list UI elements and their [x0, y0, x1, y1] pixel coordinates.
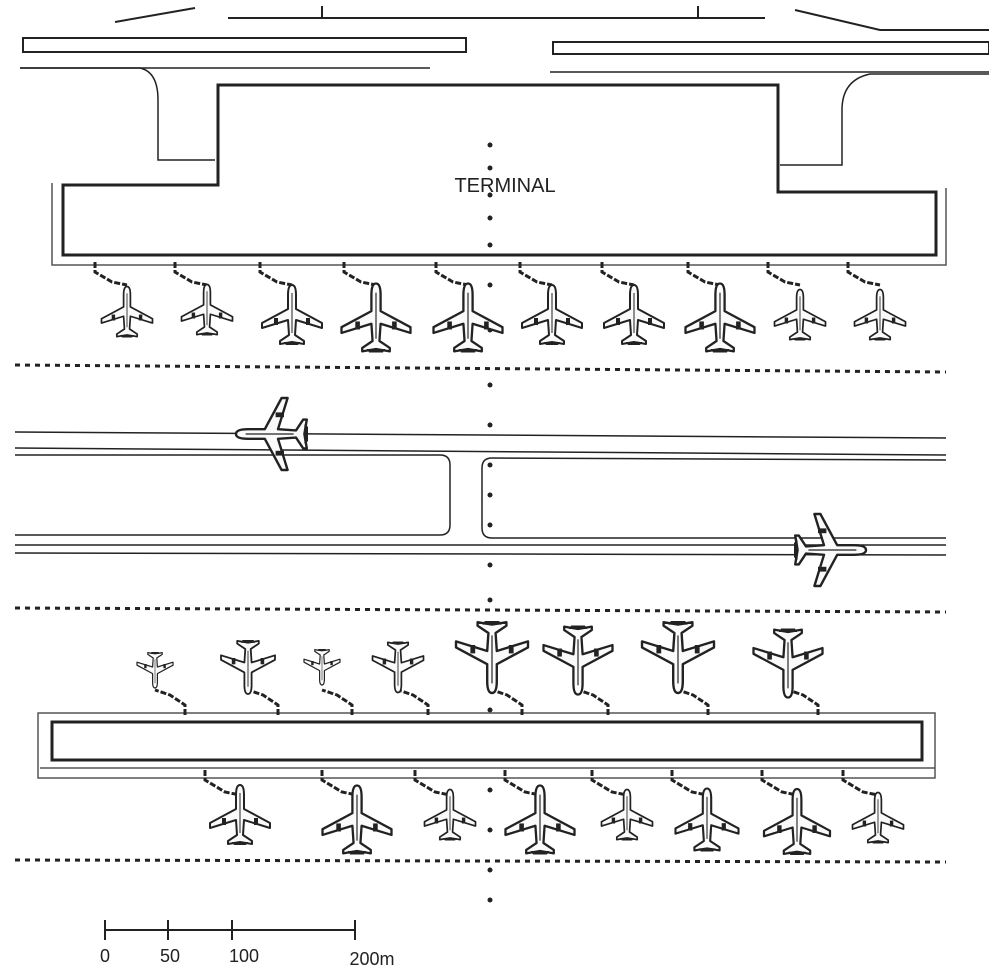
jet-bridge	[518, 262, 553, 287]
aircraft-gate-main	[261, 284, 323, 346]
jet-bridge	[321, 688, 354, 715]
centerline-dot	[487, 897, 493, 903]
aircraft-gate-main	[603, 284, 665, 346]
centerline-dot	[487, 787, 493, 793]
jet-bridge	[766, 262, 801, 287]
aircraft-gate-concourse-north	[752, 627, 824, 699]
aircraft-gate-concourse-south	[674, 787, 740, 853]
terminal-label: TERMINAL	[454, 175, 555, 197]
centerline-dot	[487, 382, 493, 388]
centerline-dot	[487, 462, 493, 468]
jet-bridge	[258, 262, 293, 287]
centerline-dot	[487, 215, 493, 221]
access-roads	[20, 6, 989, 166]
aircraft-gate-main	[100, 285, 154, 339]
aircraft-gate-main	[521, 284, 583, 346]
centerline-dot	[487, 282, 493, 288]
jet-bridge	[577, 688, 610, 715]
aircraft-gate-main	[432, 282, 504, 354]
jet-bridge	[760, 770, 798, 797]
scale-tick-200m: 200m	[349, 949, 394, 969]
aircraft-gate-concourse-south	[762, 787, 832, 857]
scale-tick-0: 0	[100, 946, 110, 966]
centerline-dot	[487, 242, 493, 248]
aircraft-gate-concourse-south	[504, 784, 576, 856]
aircraft-gate-concourse-north	[542, 624, 614, 696]
apron-boundary-lines	[14, 363, 947, 864]
centerline-dot	[487, 492, 493, 498]
centerline-dot	[487, 422, 493, 428]
aircraft-gate-concourse-south	[600, 788, 654, 842]
jet-bridge	[247, 688, 280, 715]
centerline-dot	[487, 707, 493, 713]
centerline-dot	[487, 827, 493, 833]
satellite-concourse	[37, 712, 936, 779]
jet-bridge	[686, 262, 721, 287]
jet-bridge	[154, 688, 187, 715]
jet-bridge	[203, 770, 241, 797]
jet-bridge	[342, 262, 377, 287]
jet-bridge	[670, 770, 708, 797]
jet-bridge	[397, 688, 430, 715]
jet-bridges	[93, 262, 881, 797]
jet-bridge	[841, 770, 879, 797]
jet-bridge	[677, 688, 710, 715]
centerline-dot	[487, 597, 493, 603]
aircraft-gate-concourse-north	[371, 640, 425, 694]
aircraft-gate-main	[340, 282, 412, 354]
aircraft-gate-concourse-south	[851, 791, 905, 845]
aircraft-gate-main	[684, 282, 756, 354]
jet-bridge	[600, 262, 635, 287]
aircraft-gate-main	[853, 288, 907, 342]
jet-bridge	[491, 688, 524, 715]
centerline-dot	[487, 867, 493, 873]
aircraft-gate-main	[773, 288, 827, 342]
jet-bridge	[320, 770, 358, 797]
scale-tick-50: 50	[160, 946, 180, 966]
scale-tick-100: 100	[229, 946, 259, 966]
jet-bridge	[846, 262, 881, 287]
jet-bridge	[503, 770, 541, 797]
jet-bridge	[434, 262, 469, 287]
aircraft-gate-concourse-south	[209, 784, 271, 846]
aircraft-gate-concourse-south	[423, 788, 477, 842]
aircraft-gate-concourse-north	[640, 619, 716, 695]
taxiways	[14, 431, 947, 556]
aircraft-gate-concourse-north	[303, 648, 341, 686]
aircraft-taxiing-east	[792, 512, 868, 588]
jet-bridge	[590, 770, 628, 797]
jet-bridge	[787, 688, 820, 715]
centerline-dot	[487, 142, 493, 148]
centerline-dot	[487, 192, 493, 198]
aircraft-gate-concourse-north	[136, 651, 174, 689]
aircraft-gate-concourse-north	[454, 619, 530, 695]
aircraft-gate-concourse-north	[220, 639, 276, 695]
aircraft-taxiing-west	[234, 396, 310, 472]
centerline-dot	[487, 165, 493, 171]
aircraft-group	[100, 282, 907, 857]
jet-bridge	[93, 262, 128, 287]
jet-bridge	[413, 770, 451, 797]
centerline-dot	[487, 522, 493, 528]
jet-bridge	[173, 262, 208, 287]
scale-bar: 0 50 100 200m	[100, 920, 395, 969]
aircraft-gate-concourse-south	[321, 784, 393, 856]
main-terminal: TERMINAL	[51, 83, 947, 266]
aircraft-gate-main	[180, 283, 234, 337]
centerline-dot	[487, 562, 493, 568]
